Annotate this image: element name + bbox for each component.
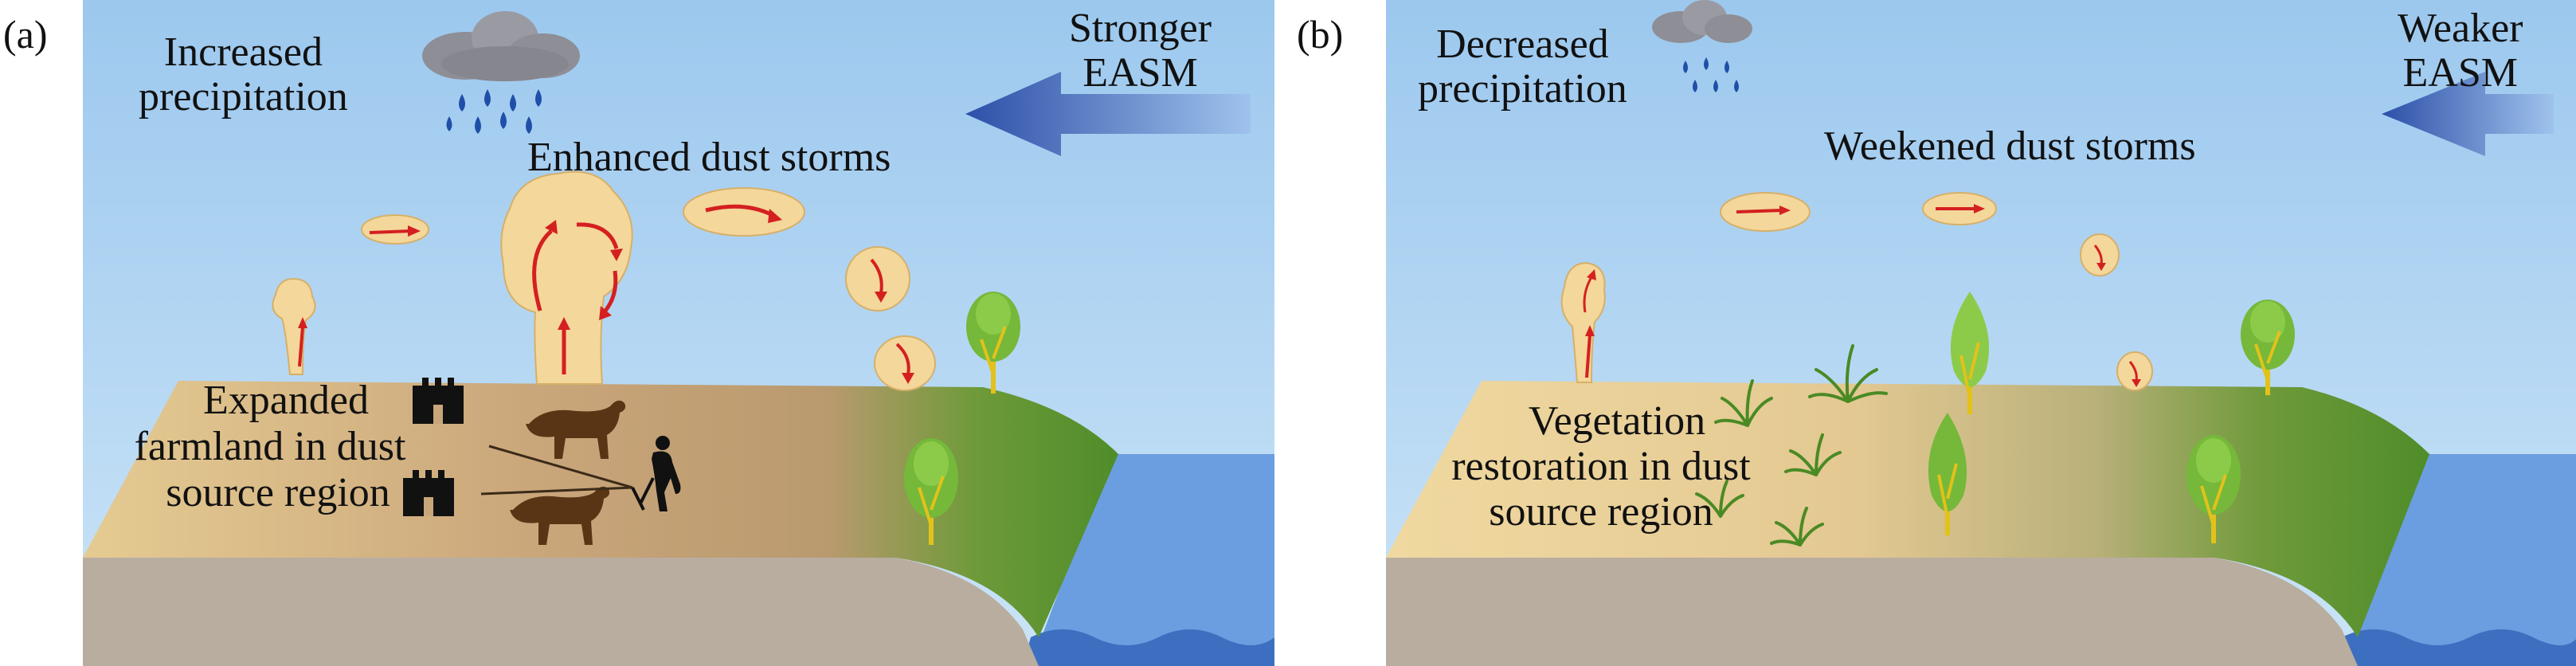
land-use-label-line-1: Expanded (203, 378, 369, 423)
ground-side (83, 558, 1039, 666)
land-use-label-line-2: restoration in dust (1451, 444, 1751, 490)
dust-clouds (1560, 192, 2153, 391)
raindrops (446, 89, 542, 134)
precipitation-label: Decreased precipitation (1418, 22, 1627, 112)
panel-b: Decreased precipitation Weaker EASM Week… (1386, 0, 2576, 666)
land-use-label-line-1: Vegetation (1528, 398, 1706, 444)
monsoon-label: Stronger EASM (1069, 6, 1212, 96)
tree-icon (1928, 413, 1967, 535)
land-use-label-line-2: farmland in dust (134, 424, 406, 470)
land-use-label: Vegetation restoration in dust source re… (1386, 398, 1816, 535)
oxen-plough-icon (480, 400, 633, 545)
dust-clouds (272, 170, 936, 391)
precipitation-label: Increased precipitation (139, 29, 348, 120)
precipitation-label-line-1: Decreased (1436, 22, 1609, 67)
raindrops (1683, 57, 1739, 92)
monsoon-label-line-2: EASM (2402, 50, 2518, 96)
water-wave (1023, 629, 1274, 666)
castle-icon (413, 378, 464, 424)
precipitation-label-line-2: precipitation (1418, 66, 1627, 112)
easm-arrow-strong (965, 72, 1251, 156)
water (2342, 454, 2576, 666)
panel-a-label: (a) (3, 12, 48, 57)
monsoon-label-line-1: Stronger (1069, 6, 1212, 51)
tree-icon (2241, 300, 2295, 395)
monsoon-label-line-2: EASM (1082, 50, 1198, 96)
tree-icon (2186, 435, 2241, 543)
castle-icon (403, 470, 454, 516)
land-use-label-line-3: source region (1489, 489, 1713, 535)
tree-icon (1950, 292, 1990, 414)
panel-a-scene (83, 0, 1274, 666)
monsoon-label-line-1: Weaker (2398, 6, 2523, 51)
land-use-label: Expanded farmland in dust source region (83, 378, 457, 517)
rain-cloud-icon (422, 11, 580, 81)
rain-cloud-icon (1652, 0, 1752, 43)
land-use-label-line-3: source region (166, 470, 390, 516)
panel-b-label: (b) (1297, 12, 1344, 57)
land-top (1386, 381, 2429, 637)
tree-icon (966, 292, 1020, 394)
easm-arrow-weak (2382, 72, 2554, 156)
panel-b-scene (1386, 0, 2576, 666)
precipitation-label-line-1: Increased (163, 29, 323, 75)
farmer-icon (631, 436, 681, 511)
ground-side (1386, 558, 2358, 666)
tree-icon (904, 438, 958, 545)
dust-storms-label: Weekened dust storms (1824, 123, 2196, 169)
dust-storms-label: Enhanced dust storms (527, 135, 891, 180)
panel-a: Increased precipitation Stronger EASM En… (83, 0, 1274, 666)
water-wave (2334, 629, 2576, 666)
precipitation-label-line-2: precipitation (139, 74, 348, 120)
monsoon-label: Weaker EASM (2398, 6, 2523, 96)
grass-icon (1695, 344, 1888, 547)
